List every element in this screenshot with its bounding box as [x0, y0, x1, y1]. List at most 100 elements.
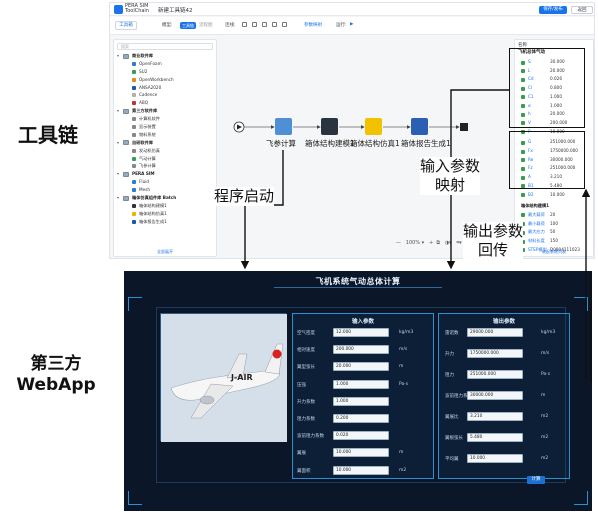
tree-item[interactable]: Cadence	[114, 91, 216, 99]
param-input[interactable]: 0.020	[333, 431, 389, 441]
calculate-button[interactable]: 计算	[527, 476, 545, 484]
param-input[interactable]: 0.200	[333, 414, 389, 423]
param-input[interactable]: 10.000	[333, 448, 389, 458]
tree-item-label: ANSA2020	[139, 84, 162, 90]
param-input[interactable]: 1.000	[333, 396, 389, 406]
theme-icon[interactable]: ◑	[444, 240, 450, 246]
param-input[interactable]: 1.000	[333, 379, 389, 389]
thirdparty-label-line-2: WebApp	[16, 375, 96, 395]
param-unit: m	[399, 364, 404, 370]
tree-item[interactable]: 发动机仿真	[114, 147, 216, 155]
webapp-title-bar	[274, 274, 442, 288]
tree-expand-link[interactable]: 全部展开	[157, 249, 173, 254]
run-play-icon[interactable]: ▶	[350, 22, 354, 27]
save-publish-button[interactable]: 保存/发布	[539, 6, 567, 14]
filter-icon[interactable]: ⌗	[456, 240, 460, 246]
tree-group[interactable]: 自研软件库	[114, 139, 216, 147]
param-unit: m	[399, 450, 404, 456]
workflow-node-icon[interactable]	[365, 118, 382, 135]
param-input[interactable]: 10.000	[333, 465, 389, 475]
tree-group[interactable]: 第三方软件库	[114, 107, 216, 115]
tree-item[interactable]: 箱体结构建模1	[114, 202, 216, 210]
tree-item[interactable]: Fluid	[114, 178, 216, 186]
toolchain-app-screenshot: PERA SIM ToolChain 新建工具链42 保存/发布 返回 工具箱 …	[109, 2, 595, 259]
tree-item-label: 自研软件库	[132, 139, 153, 145]
line-style-icon[interactable]	[242, 22, 247, 27]
tree-item[interactable]: OpenFoam	[114, 60, 216, 68]
param-input[interactable]: 12.000	[333, 328, 389, 337]
workflow-node-icon[interactable]	[321, 118, 338, 135]
props-collapse-link[interactable]: 收起参数列表	[542, 249, 566, 254]
align-left-icon[interactable]	[262, 22, 267, 27]
zoom-level[interactable]: 100%	[405, 240, 421, 246]
param-label: 翼面积	[297, 468, 311, 474]
tree-item[interactable]: SU2	[114, 68, 216, 76]
tree-item[interactable]: 飞参计算	[114, 162, 216, 170]
tree-item[interactable]: 箱体结构仿真1	[114, 210, 216, 218]
workflow-node-icon[interactable]	[275, 118, 292, 135]
param-value: 1.000	[550, 93, 562, 99]
tree-item[interactable]: OpenWorkbench	[114, 76, 216, 84]
param-value: 251000.000	[550, 165, 576, 171]
param-key: 最大应力	[528, 229, 545, 235]
mode-label: 模型:	[162, 23, 173, 28]
param-input[interactable]: 1750000.000	[467, 349, 523, 358]
tree-item[interactable]: ABQ	[114, 99, 216, 107]
param-input[interactable]: 10.000	[467, 454, 523, 463]
tree-group[interactable]: 箱体仿真组件库 Batch	[114, 194, 216, 202]
workflow-node-icon[interactable]	[411, 118, 428, 135]
zoom-in-icon[interactable]: +	[428, 240, 434, 246]
param-map-button[interactable]: 参数映射	[304, 23, 322, 28]
param-input[interactable]: 3.210	[467, 412, 523, 421]
param-input[interactable]: 20.000	[333, 362, 389, 372]
param-input[interactable]: 200.000	[333, 345, 389, 355]
param-input[interactable]: 30000.000	[467, 391, 523, 400]
tree-item-label: OpenWorkbench	[139, 76, 174, 82]
tree-item[interactable]: 气动计算	[114, 155, 216, 163]
mode-flowchart-toggle[interactable]: 流程图	[199, 23, 213, 28]
line-arrow-icon[interactable]	[252, 22, 257, 27]
component-icon	[132, 148, 136, 153]
align-center-icon[interactable]	[272, 22, 277, 27]
param-input[interactable]: 251000.000	[467, 370, 523, 379]
back-button[interactable]: 返回	[571, 6, 593, 14]
mode-toolchain-toggle[interactable]: 工具链	[180, 22, 196, 29]
tree-item[interactable]: 物料系统	[114, 131, 216, 139]
tree-search-input[interactable]: 搜索	[117, 43, 213, 50]
annotation-input-line-2: 映射	[435, 176, 466, 194]
component-icon	[132, 164, 136, 169]
tree-item[interactable]: Mesh	[114, 186, 216, 194]
tree-group[interactable]: PERA SIM	[114, 170, 216, 178]
toolbox-tab[interactable]: 工具箱	[115, 21, 137, 30]
param-input[interactable]: 5.480	[467, 433, 523, 442]
param-label: 平均翼	[445, 457, 459, 462]
tree-item[interactable]: 计算机软件	[114, 115, 216, 123]
component-icon	[132, 77, 136, 82]
tree-item[interactable]: ANSA2020	[114, 84, 216, 92]
workflow-end-node[interactable]	[460, 123, 468, 131]
tree-group[interactable]: 商业软件库	[114, 52, 216, 60]
param-unit: kg/m3	[399, 330, 414, 335]
align-right-icon[interactable]	[282, 22, 287, 27]
tree-item[interactable]: 箱体报告生成1	[114, 218, 216, 226]
tree-item[interactable]: 显示装置	[114, 123, 216, 131]
param-input[interactable]: 29000.000	[467, 328, 523, 337]
zoom-out-icon[interactable]: —	[396, 240, 401, 246]
